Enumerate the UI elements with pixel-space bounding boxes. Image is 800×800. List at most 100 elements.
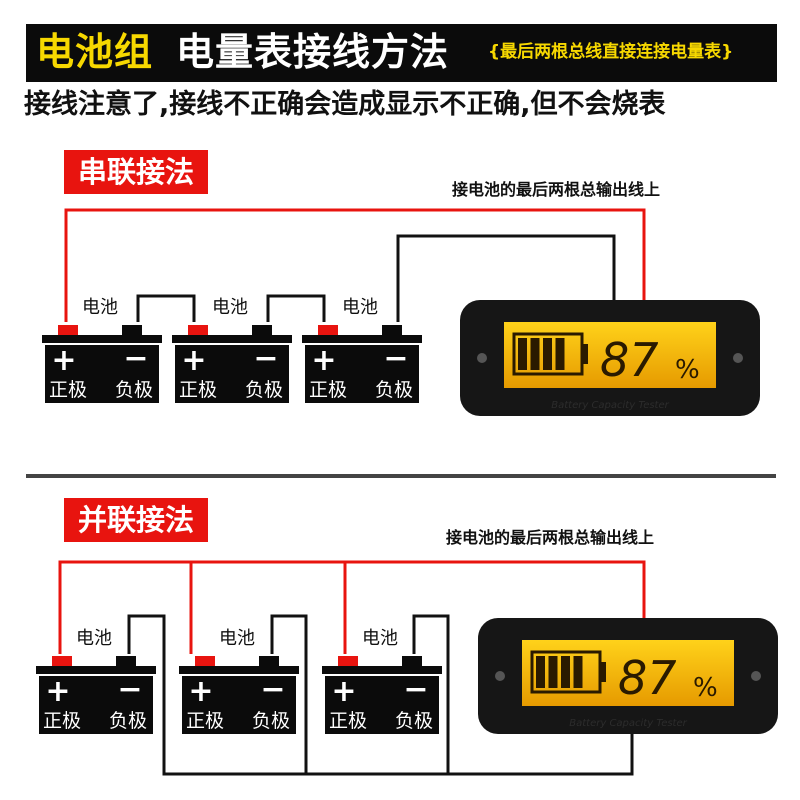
battery-top (302, 335, 422, 343)
series-note: 接电池的最后两根总输出线上 (452, 180, 661, 199)
meter-bezel-text: Battery Capacity Tester (569, 718, 687, 729)
series-positive-wire (64, 208, 646, 322)
battery-top (172, 335, 292, 343)
battery-icon: +−正极负极电池 (172, 297, 292, 403)
plus-symbol: + (181, 343, 206, 378)
level-segment (518, 338, 527, 370)
battery-name-label: 电池 (76, 628, 112, 649)
battery-body (325, 676, 439, 734)
level-segment (548, 656, 558, 688)
negative-label: 负极 (395, 710, 433, 732)
plus-symbol: + (311, 343, 336, 378)
minus-symbol: − (403, 672, 428, 707)
meter-reading: 87 (600, 333, 659, 387)
minus-symbol: − (117, 672, 142, 707)
battery-body (305, 345, 419, 403)
minus-symbol: − (123, 341, 148, 376)
level-segment (555, 338, 565, 370)
meter-icon: 87% Battery Capacity Tester (478, 618, 778, 734)
section-divider (26, 474, 776, 478)
plus-symbol: + (188, 674, 213, 709)
level-segment (530, 338, 540, 370)
parallel-negative-drop-3 (412, 614, 450, 774)
series-link-2 (266, 294, 326, 322)
battery-icon: + − 正极 负极 电池 (322, 628, 442, 734)
battery-body (45, 345, 159, 403)
meter-unit: % (675, 355, 700, 385)
battery-level-icon (512, 332, 588, 376)
battery-icon: + − 正极 负极 电池 (42, 297, 162, 403)
parallel-positive-bus (58, 560, 646, 654)
parallel-note: 接电池的最后两根总输出线上 (446, 528, 655, 547)
battery-name-label: 电池 (82, 297, 118, 318)
positive-label: 正极 (329, 710, 367, 732)
meter-unit: % (693, 673, 718, 703)
battery-name-label: 电池 (362, 628, 398, 649)
plus-symbol: + (51, 343, 76, 378)
positive-terminal (58, 325, 78, 335)
level-segment (543, 338, 552, 370)
negative-label: 负极 (252, 710, 290, 732)
battery-icon: + − 正极 负极 电池 (36, 628, 156, 734)
negative-terminal (252, 325, 272, 335)
title-banner (26, 24, 777, 82)
series-negative-wire (396, 234, 616, 322)
plus-symbol: + (331, 674, 356, 709)
negative-terminal (122, 325, 142, 335)
parallel-tag: 并联接法 (64, 498, 209, 542)
battery-body (182, 676, 296, 734)
parallel-negative-bus (127, 614, 634, 776)
negative-terminal (382, 325, 402, 335)
positive-label: 正极 (43, 710, 81, 732)
positive-label: 正极 (49, 379, 87, 401)
battery-body (39, 676, 153, 734)
negative-terminal (402, 656, 422, 666)
warning-text: 接线注意了,接线不正确会造成显示不正确,但不会烧表 (24, 89, 666, 120)
level-segment (573, 656, 583, 688)
mount-hole-right (733, 353, 743, 363)
positive-terminal (195, 656, 215, 666)
negative-label: 负极 (115, 379, 153, 401)
negative-label: 负极 (375, 379, 413, 401)
battery-top (36, 666, 156, 674)
battery-top (179, 666, 299, 674)
positive-label: 正极 (186, 710, 224, 732)
battery-body (175, 345, 289, 403)
mount-hole-left (477, 353, 487, 363)
title-main: 电池组 (36, 30, 154, 74)
plus-symbol: + (45, 674, 70, 709)
level-segment (561, 656, 570, 688)
level-cap (600, 662, 606, 682)
battery-icon: + − 正极 负极 电池 (179, 628, 299, 734)
meter-reading: 87 (618, 651, 677, 705)
positive-terminal (188, 325, 208, 335)
parallel-negative-drop-2 (270, 614, 308, 774)
minus-symbol: − (253, 341, 278, 376)
positive-terminal (318, 325, 338, 335)
positive-label: 正极 (309, 379, 347, 401)
mount-hole-left (495, 671, 505, 681)
positive-terminal (338, 656, 358, 666)
level-segment (536, 656, 545, 688)
meter-bezel-text: Battery Capacity Tester (551, 400, 669, 411)
negative-label: 负极 (109, 710, 147, 732)
title-note: {最后两根总线直接连接电量表} (488, 42, 734, 62)
battery-level-icon (530, 650, 606, 694)
battery-top (322, 666, 442, 674)
series-tag: 串联接法 (64, 150, 209, 194)
series-link-1 (136, 294, 196, 322)
negative-label: 负极 (245, 379, 283, 401)
negative-terminal (259, 656, 279, 666)
minus-symbol: − (383, 341, 408, 376)
meter-icon: 87% Battery Capacity Tester (460, 300, 760, 416)
minus-symbol: − (260, 672, 285, 707)
battery-icon: +−正极负极电池 (302, 297, 422, 403)
battery-name-label: 电池 (219, 628, 255, 649)
mount-hole-right (751, 671, 761, 681)
negative-terminal (116, 656, 136, 666)
positive-terminal (52, 656, 72, 666)
battery-top (42, 335, 162, 343)
positive-label: 正极 (179, 379, 217, 401)
title-rest: 电量表接线方法 (176, 30, 450, 74)
